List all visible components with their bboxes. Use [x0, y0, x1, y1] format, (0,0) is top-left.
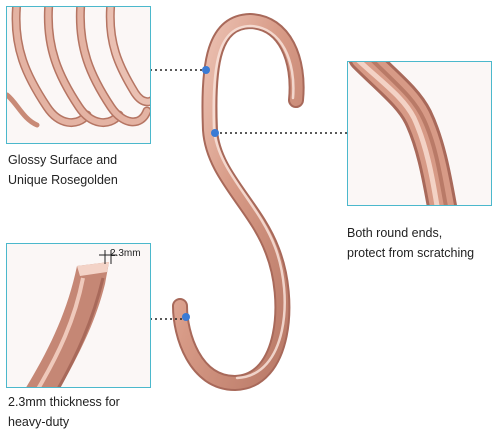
s-hook [172, 12, 305, 392]
caption-glossy-surface: Glossy Surface and Unique Rosegolden [8, 150, 118, 190]
inset-round-ends [347, 61, 492, 206]
caption-round-ends-line1: Both round ends, [347, 226, 443, 240]
inset-glossy-surface [6, 6, 151, 144]
caption-glossy-line1: Glossy Surface and [8, 153, 118, 167]
measurement-label: 2.3mm [110, 248, 141, 259]
thickness-closeup [26, 250, 117, 387]
caption-round-ends-line2: protect from scratching [347, 246, 475, 260]
caption-round-ends: Both round ends, protect from scratching [347, 223, 474, 263]
round-end-closeup [348, 62, 457, 205]
marker-dot-glossy [202, 66, 210, 74]
hooks-row-illustration [7, 7, 150, 128]
caption-glossy-line2: Unique Rosegolden [8, 173, 118, 187]
inset-thickness: 2.3mm [6, 243, 151, 388]
caption-thickness: 2.3mm thickness for heavy-duty [8, 392, 120, 432]
caption-thickness-line2: heavy-duty [8, 415, 70, 429]
marker-dot-round-ends [211, 129, 219, 137]
marker-dot-thickness [182, 313, 190, 321]
caption-thickness-line1: 2.3mm thickness for [8, 395, 120, 409]
